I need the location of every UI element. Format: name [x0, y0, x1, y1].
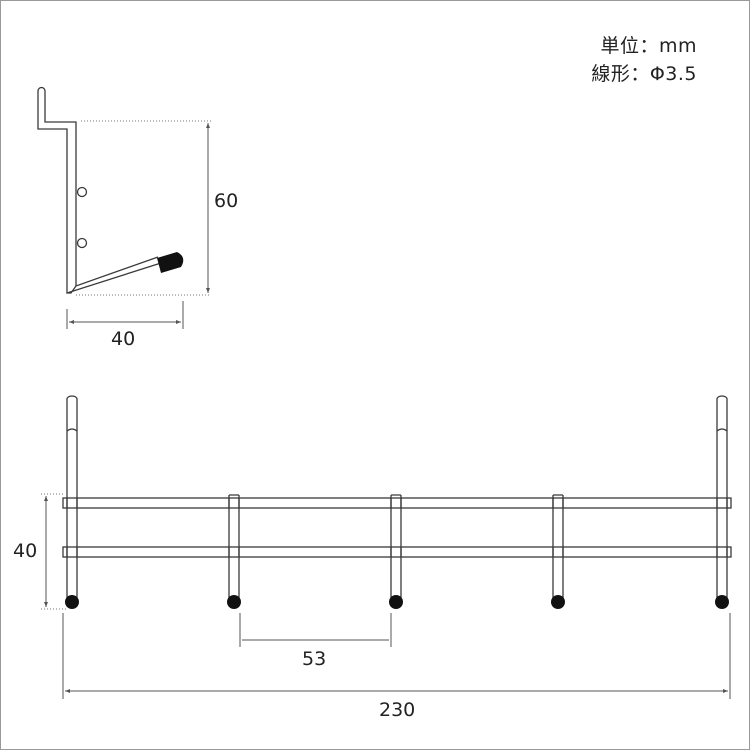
front-view: 40 53 230	[13, 395, 732, 721]
hook-cap-1	[65, 595, 79, 609]
bottom-rail	[62, 546, 732, 558]
wire-gauge-label: 線形：Φ3.5	[591, 63, 697, 85]
hook-cap-2	[227, 595, 241, 609]
side-height-label: 60	[214, 190, 238, 212]
hook-cap-3	[389, 595, 403, 609]
hook-pitch-label: 53	[302, 648, 326, 670]
post-lines-over-rails	[66, 498, 728, 557]
hook-cap-4	[551, 595, 565, 609]
front-height-label: 40	[13, 540, 37, 562]
top-rail	[62, 497, 732, 509]
side-view: 60 40	[37, 86, 238, 350]
side-hole-lower	[76, 237, 88, 249]
total-width-label: 230	[379, 699, 415, 721]
side-hole-upper	[76, 186, 88, 198]
side-depth-label: 40	[111, 328, 135, 350]
side-rubber-cap	[157, 252, 184, 273]
hook-cap-5	[715, 595, 729, 609]
side-hook-wire	[37, 86, 162, 294]
unit-label: 単位：mm	[600, 35, 697, 57]
